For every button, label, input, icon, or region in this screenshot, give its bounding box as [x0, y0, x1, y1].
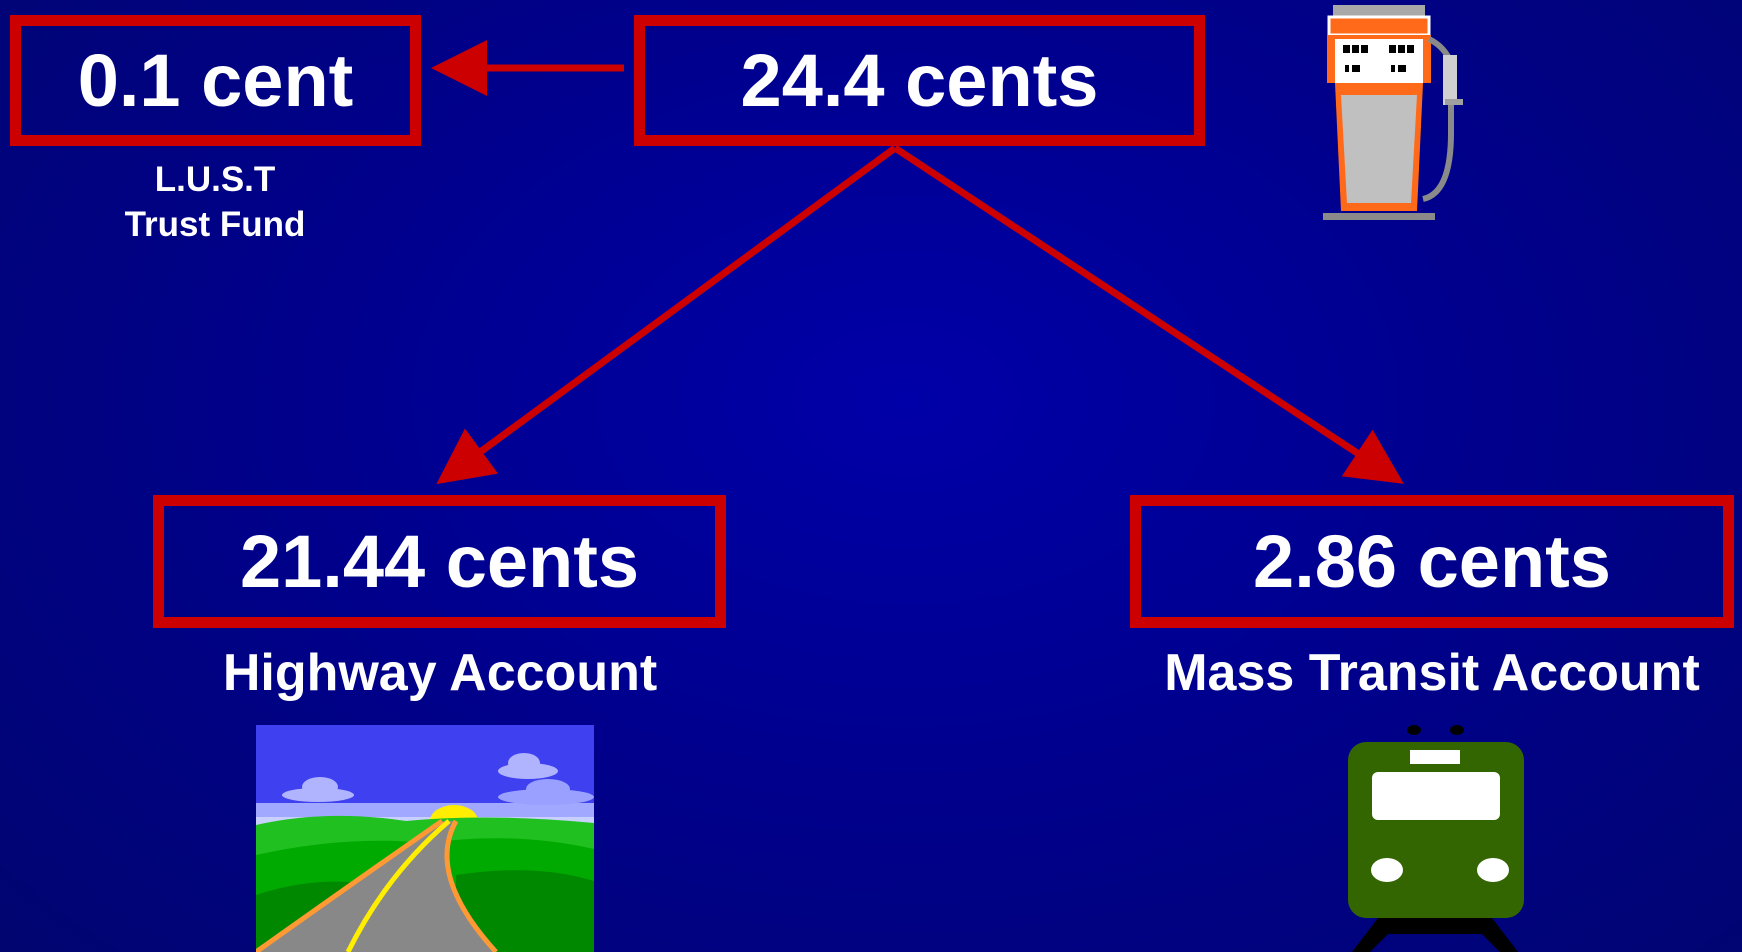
highway-amount: 21.44 cents: [239, 520, 640, 603]
highway-account-label: Highway Account: [222, 644, 658, 702]
transit-amount: 2.86 cents: [1253, 520, 1611, 603]
arrow-to-highway: [436, 145, 898, 485]
total-tax-box: 24.4 cents: [634, 15, 1205, 146]
lust-label-line2: Trust Fund: [124, 205, 306, 244]
total-tax-amount: 24.4 cents: [740, 39, 1099, 122]
highway-road-icon: [256, 725, 594, 952]
arrow-to-transit: [893, 145, 1404, 484]
gas-pump-icon: [1323, 5, 1463, 220]
highway-amount-box: 21.44 cents: [153, 495, 726, 628]
lust-label-line1: L.U.S.T: [154, 160, 276, 199]
lust-amount: 0.1 cent: [77, 39, 354, 122]
train-icon: [1348, 725, 1524, 952]
transit-amount-box: 2.86 cents: [1130, 495, 1734, 628]
lust-amount-box: 0.1 cent: [10, 15, 421, 146]
transit-account-label: Mass Transit Account: [1164, 644, 1700, 702]
